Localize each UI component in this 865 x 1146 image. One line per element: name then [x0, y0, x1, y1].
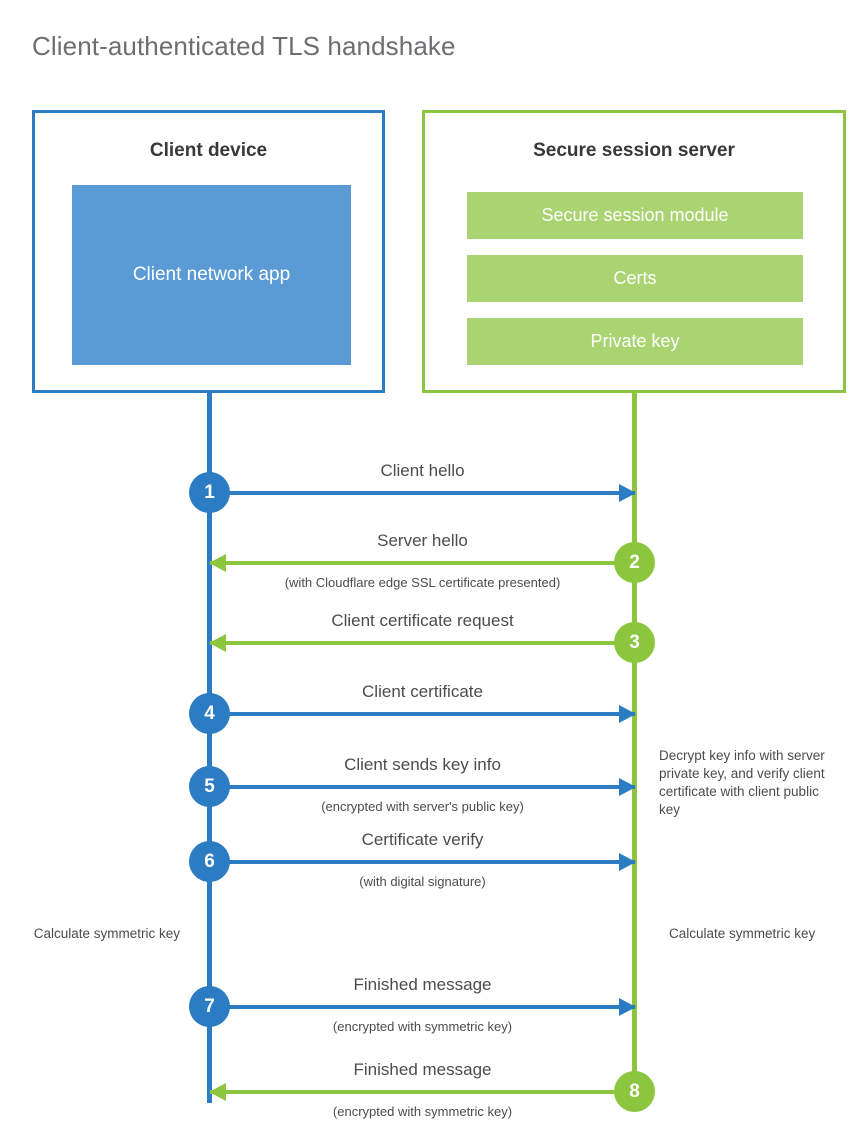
- arrow-head-2-icon: [209, 554, 226, 572]
- step-circle-2: 2: [614, 542, 655, 583]
- message-sublabel-5: (encrypted with server's public key): [321, 799, 524, 814]
- step-circle-7: 7: [189, 986, 230, 1027]
- message-label-3: Client certificate request: [331, 611, 514, 630]
- step-circle-6: 6: [189, 841, 230, 882]
- message-sublabel-2: (with Cloudflare edge SSL certificate pr…: [284, 575, 561, 590]
- arrow-head-3-icon: [209, 634, 226, 652]
- message-label-7: Finished message: [353, 975, 492, 994]
- message-line-2: [210, 561, 635, 565]
- step-circle-5: 5: [189, 766, 230, 807]
- step-circle-3: 3: [614, 622, 655, 663]
- secure-session-server-title: Secure session server: [533, 140, 735, 161]
- message-line-5: [210, 785, 635, 789]
- message-line-3: [210, 641, 635, 645]
- message-sublabel-6: (with digital signature): [359, 874, 486, 889]
- server-component-private-key: Private key: [467, 318, 803, 365]
- arrow-head-1-icon: [619, 484, 636, 502]
- message-line-4: [210, 712, 635, 716]
- client-lifeline: [207, 393, 212, 1103]
- note-calculate-symmetric-key-client: Calculate symmetric key: [33, 926, 180, 941]
- step-circle-4: 4: [189, 693, 230, 734]
- message-label-4: Client certificate: [362, 682, 483, 701]
- secure-session-server-box: Secure session server Secure session mod…: [422, 110, 846, 393]
- page-title: Client-authenticated TLS handshake: [32, 31, 456, 62]
- step-circle-1: 1: [189, 472, 230, 513]
- arrow-head-6-icon: [619, 853, 636, 871]
- server-lifeline: [632, 393, 637, 1093]
- message-sublabel-7: (encrypted with symmetric key): [332, 1019, 513, 1034]
- arrow-head-5-icon: [619, 778, 636, 796]
- arrow-head-4-icon: [619, 705, 636, 723]
- client-network-app-block: Client network app: [72, 185, 351, 365]
- server-component-secure-session-module: Secure session module: [467, 192, 803, 239]
- message-line-8: [210, 1090, 635, 1094]
- message-label-1: Client hello: [380, 461, 465, 480]
- message-line-6: [210, 860, 635, 864]
- arrow-head-7-icon: [619, 998, 636, 1016]
- step-circle-8: 8: [614, 1071, 655, 1112]
- message-label-6: Certificate verify: [361, 830, 484, 849]
- message-label-2: Server hello: [377, 531, 468, 550]
- client-device-box: Client device Client network app: [32, 110, 385, 393]
- server-component-certs: Certs: [467, 255, 803, 302]
- message-label-8: Finished message: [353, 1060, 492, 1079]
- arrow-head-8-icon: [209, 1083, 226, 1101]
- client-device-title: Client device: [149, 140, 268, 161]
- note-decrypt-key-info: Decrypt key info with server private key…: [659, 748, 825, 817]
- message-line-7: [210, 1005, 635, 1009]
- note-calculate-symmetric-key-server: Calculate symmetric key: [669, 926, 816, 941]
- message-label-5: Client sends key info: [344, 755, 501, 774]
- message-sublabel-8: (encrypted with symmetric key): [332, 1104, 513, 1119]
- message-line-1: [210, 491, 635, 495]
